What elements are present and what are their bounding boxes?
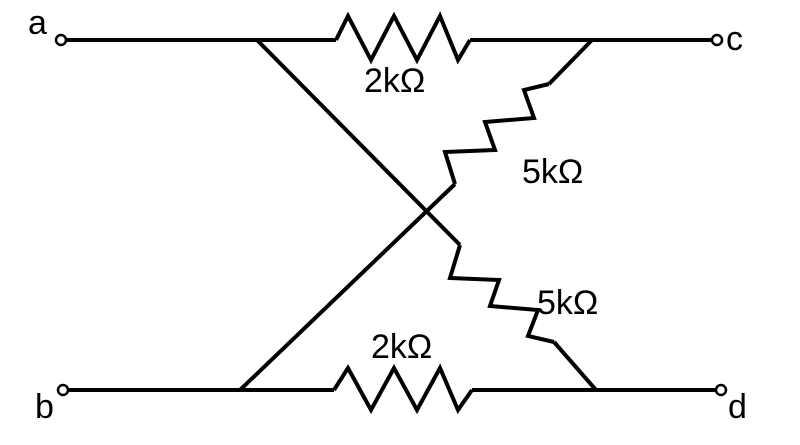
terminal-c xyxy=(710,33,724,47)
terminal-label-a: a xyxy=(28,4,47,42)
terminal-label-d: d xyxy=(728,388,747,426)
resistor-bottom-zigzag xyxy=(332,363,474,415)
resistor-lower-diagonal-label: 5kΩ xyxy=(537,284,598,322)
diagonal-wire-to-d-node xyxy=(552,340,598,392)
resistor-top-label: 2kΩ xyxy=(364,62,425,100)
terminal-a xyxy=(54,33,68,47)
upper-diagonal-branch xyxy=(238,38,594,392)
terminal-label-c: c xyxy=(726,20,743,58)
resistor-lower-diagonal-zigzag xyxy=(447,244,555,344)
diagonal-wire-top-left xyxy=(255,38,462,247)
top-branch xyxy=(66,11,712,65)
resistor-top-zigzag xyxy=(334,11,472,65)
bottom-branch xyxy=(68,363,716,415)
resistor-bottom-label: 2kΩ xyxy=(371,328,432,366)
diagonal-wire-bottom-left xyxy=(238,182,457,392)
terminal-b xyxy=(56,383,70,397)
diagonal-wire-to-c-node xyxy=(547,38,594,86)
terminal-d xyxy=(714,383,728,397)
terminal-label-b: b xyxy=(35,388,54,426)
resistor-upper-diagonal-label: 5kΩ xyxy=(522,153,583,191)
resistor-upper-diagonal-zigzag xyxy=(442,82,550,185)
